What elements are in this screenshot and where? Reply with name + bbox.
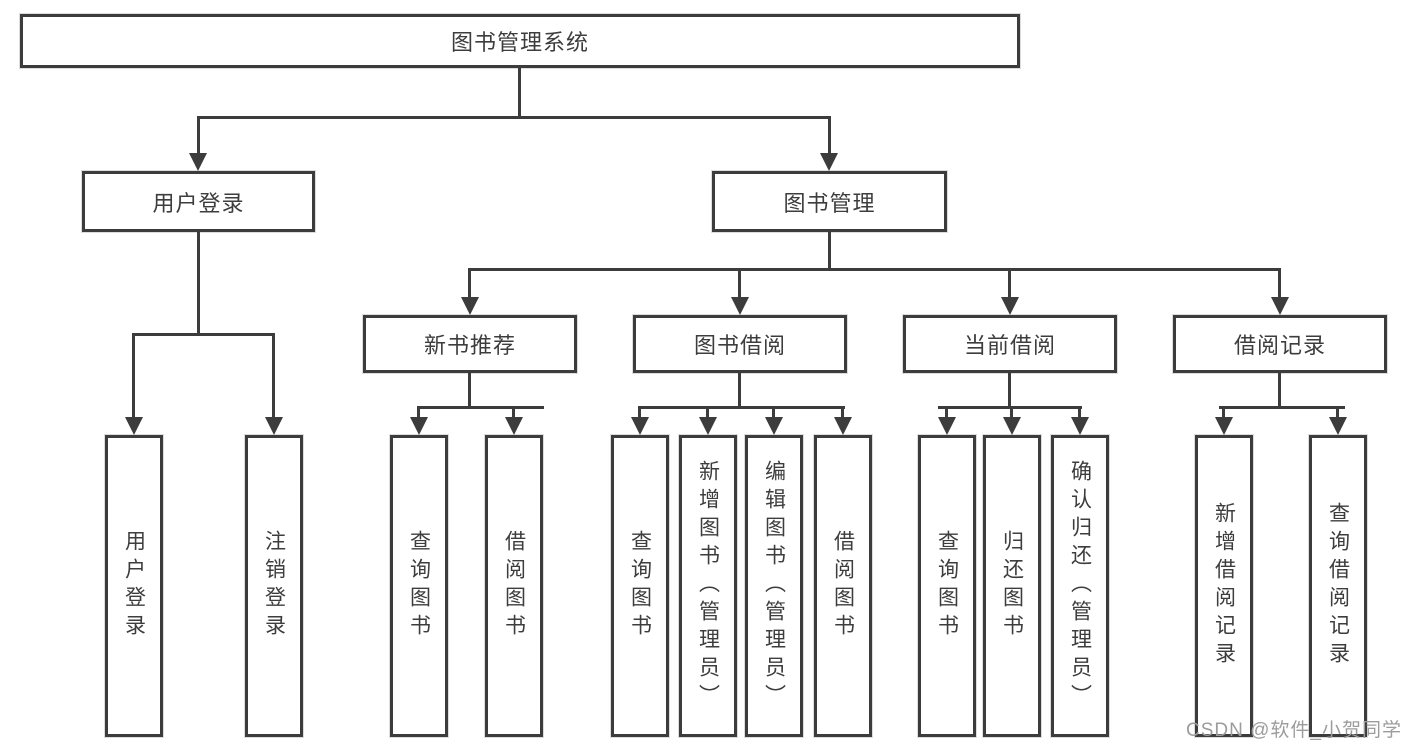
connector-line [197,116,831,119]
connector-line [738,268,741,299]
connector-line [706,406,709,419]
leaf-add-borrow-record: 新增借阅记录 [1195,435,1253,737]
connector-arrow [1329,417,1347,435]
leaf-user-login-label: 用户登录 [122,530,146,642]
leaf-query-books-current: 查询图书 [918,435,976,737]
connector-arrow [265,417,283,435]
leaf-borrow-books-2: 借阅图书 [814,435,872,737]
connector-arrow [1071,417,1089,435]
connector-line [1078,406,1081,419]
connector-line [1222,406,1225,419]
leaf-edit-book-admin-label: 编辑图书（管理员） [762,460,786,712]
leaf-logout: 注销登录 [245,435,303,737]
connector-arrow [461,297,479,315]
leaf-logout-label: 注销登录 [262,530,286,642]
leaf-borrow-books-recommend: 借阅图书 [485,435,543,737]
node-book-borrow-label: 图书借阅 [693,333,786,358]
leaf-query-books-current-label: 查询图书 [935,530,959,642]
connector-line [132,333,275,336]
leaf-borrow-books-recommend-label: 借阅图书 [502,530,526,642]
connector-arrow [410,417,428,435]
leaf-query-borrow-record: 查询借阅记录 [1309,435,1367,737]
connector-arrow [189,153,207,171]
connector-arrow [820,153,838,171]
connector-arrow [1215,417,1233,435]
connector-arrow [631,417,649,435]
connector-line [772,406,775,419]
connector-line [828,116,831,155]
leaf-return-books-label: 归还图书 [1000,530,1024,642]
connector-line [197,232,200,336]
leaf-borrow-books-2-label: 借阅图书 [831,530,855,642]
leaf-confirm-return-admin: 确认归还（管理员） [1051,435,1109,737]
leaf-return-books: 归还图书 [983,435,1041,737]
connector-arrow [1003,417,1021,435]
connector-line [1278,373,1281,409]
connector-arrow [1271,297,1289,315]
connector-line [468,268,1281,271]
node-book-management: 图书管理 [712,171,947,232]
connector-arrow [505,417,523,435]
connector-line [132,333,135,419]
connector-arrow [834,417,852,435]
connector-line [638,406,845,409]
connector-line [828,232,831,271]
connector-arrow [731,297,749,315]
connector-line [1008,373,1011,409]
node-current-borrow: 当前借阅 [903,315,1117,373]
leaf-query-books-recommend-label: 查询图书 [407,530,431,642]
connector-arrow [938,417,956,435]
node-root-label: 图书管理系统 [450,30,589,55]
connector-line [738,373,741,409]
connector-line [417,406,544,409]
node-book-borrow: 图书借阅 [633,315,847,373]
connector-arrow [699,417,717,435]
node-book-management-label: 图书管理 [783,190,876,216]
leaf-add-borrow-record-label: 新增借阅记录 [1212,502,1236,670]
node-new-book-recommend: 新书推荐 [363,315,577,373]
connector-line [1336,406,1339,419]
leaf-add-book-admin-label: 新增图书（管理员） [696,460,720,712]
leaf-edit-book-admin: 编辑图书（管理员） [745,435,803,737]
leaf-query-books-borrow: 查询图书 [611,435,669,737]
leaf-add-book-admin: 新增图书（管理员） [679,435,737,737]
leaf-query-books-borrow-label: 查询图书 [628,530,652,642]
connector-line [1008,268,1011,299]
connector-line [945,406,948,419]
connector-line [468,268,471,299]
node-new-book-recommend-label: 新书推荐 [423,333,516,358]
connector-line [272,333,275,419]
node-user-login: 用户登录 [82,171,315,232]
node-root: 图书管理系统 [20,14,1020,68]
node-borrow-records: 借阅记录 [1173,315,1387,373]
connector-arrow [765,417,783,435]
connector-line [468,373,471,409]
connector-line [841,406,844,419]
leaf-confirm-return-admin-label: 确认归还（管理员） [1068,460,1092,712]
connector-line [638,406,641,419]
connector-line [1010,406,1013,419]
node-borrow-records-label: 借阅记录 [1233,333,1326,358]
node-user-login-label: 用户登录 [152,190,245,216]
connector-line [1219,406,1345,409]
node-current-borrow-label: 当前借阅 [963,333,1056,358]
leaf-query-borrow-record-label: 查询借阅记录 [1326,502,1350,670]
connector-arrow [1001,297,1019,315]
leaf-user-login: 用户登录 [105,435,163,737]
csdn-watermark: CSDN @软件_小贺同学 [1186,720,1402,741]
connector-line [512,406,515,419]
connector-line [197,116,200,155]
connector-line [1278,268,1281,299]
leaf-query-books-recommend: 查询图书 [390,435,448,737]
connector-arrow [125,417,143,435]
connector-line [518,68,521,119]
connector-line [417,406,420,419]
